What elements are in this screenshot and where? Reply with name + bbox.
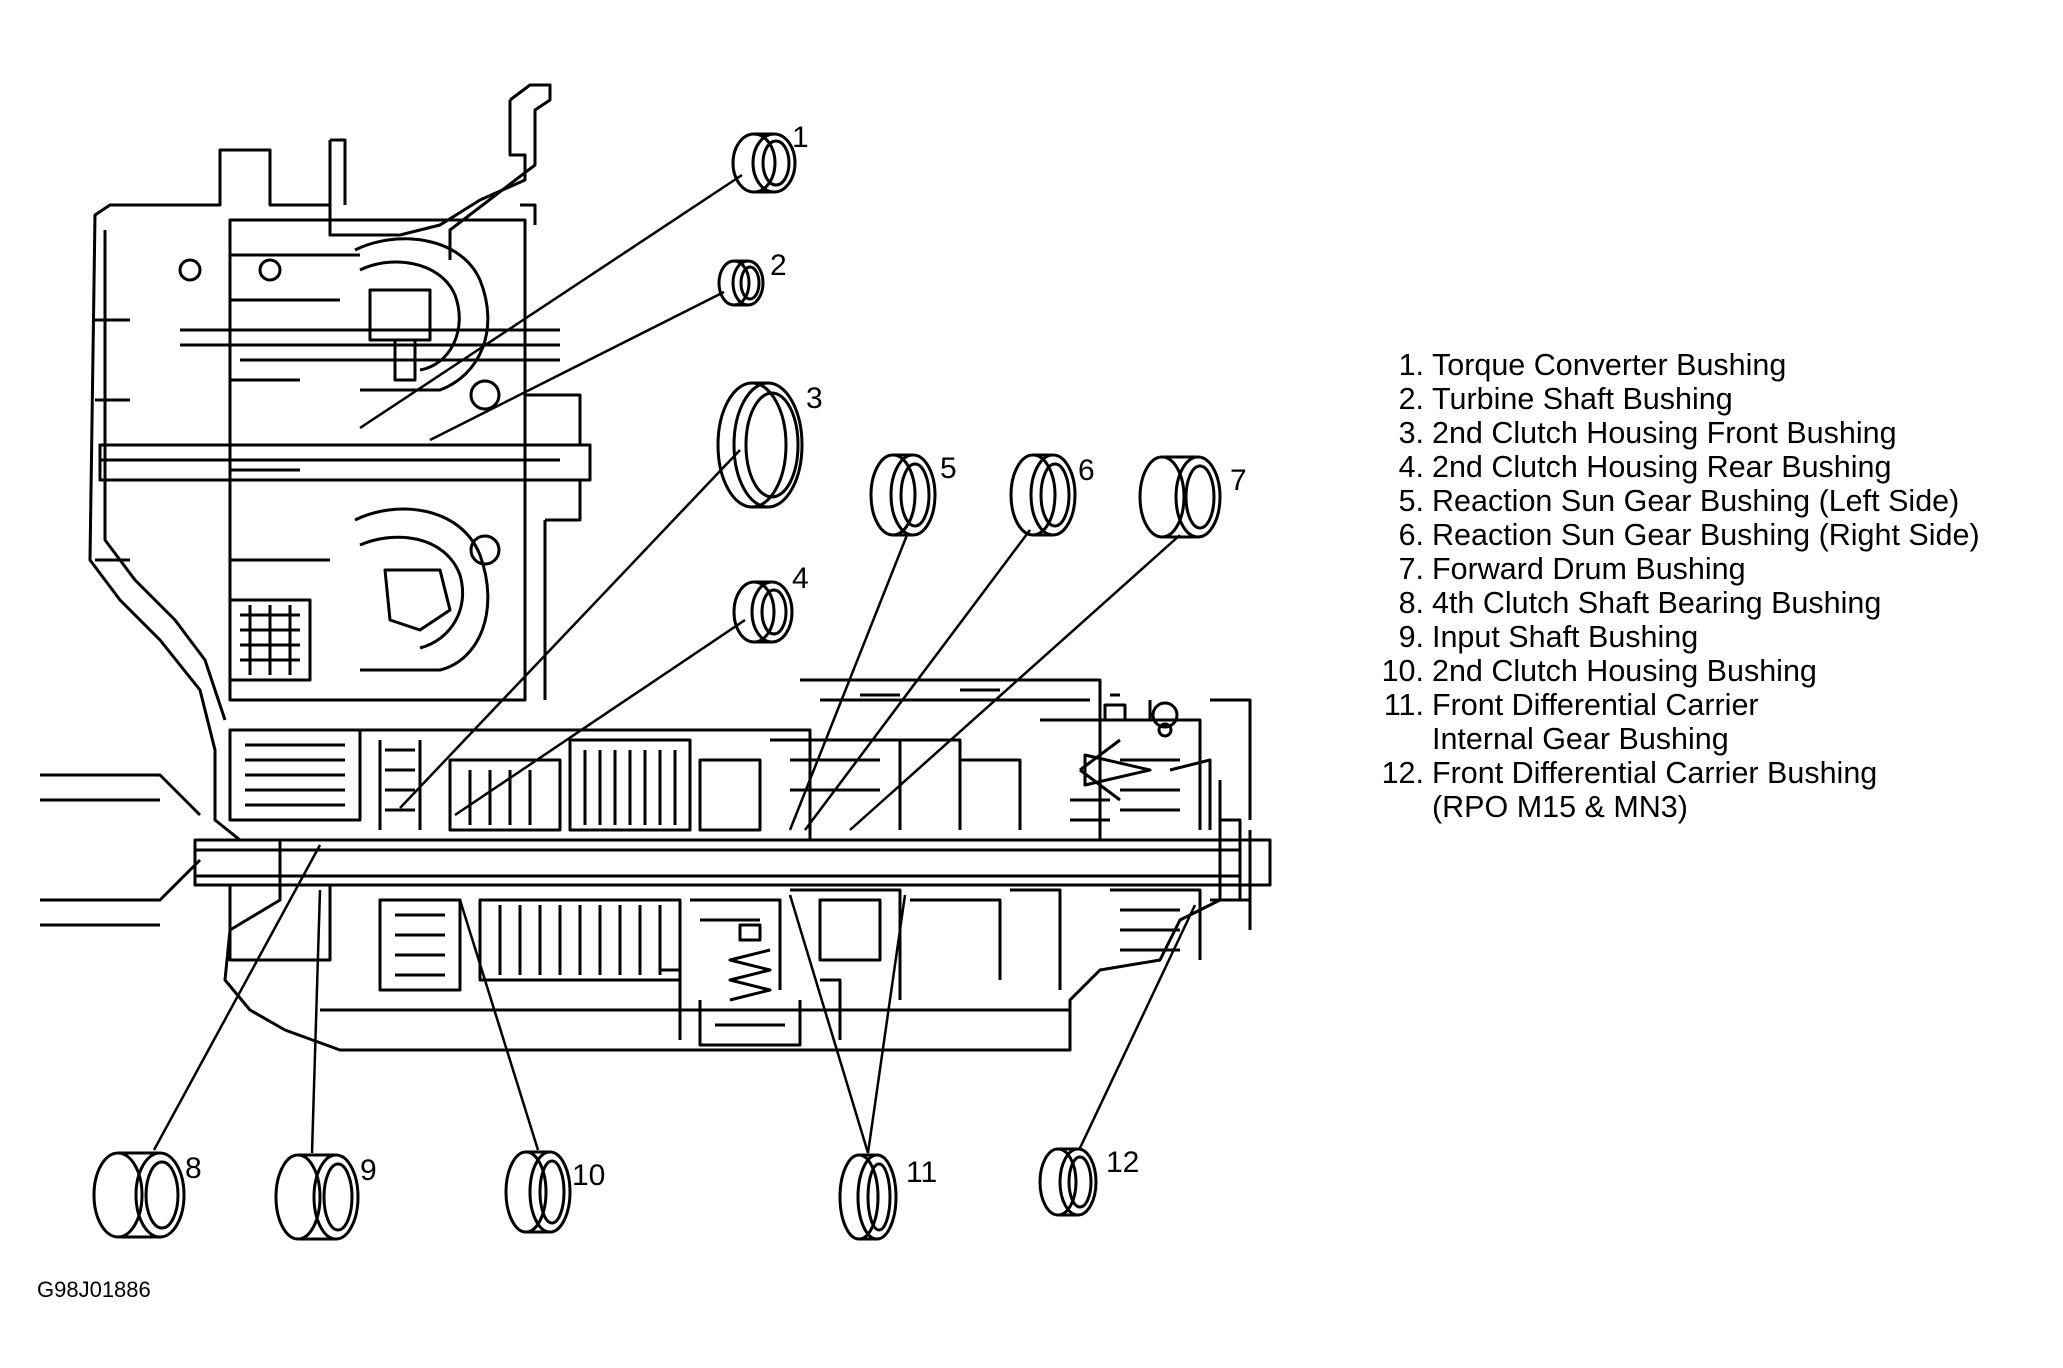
callout-12: 12: [1106, 1146, 1139, 1179]
callout-5: 5: [940, 452, 957, 485]
legend-item-8: 8.4th Clutch Shaft Bearing Bushing: [1372, 586, 1980, 620]
bushing-11: [838, 1153, 898, 1241]
legend-item-3: 3.2nd Clutch Housing Front Bushing: [1372, 416, 1980, 450]
legend-num: 8.: [1398, 586, 1424, 620]
callout-10: 10: [572, 1159, 605, 1192]
callout-numbers: 1 2 3 4 5 6 7 8 9 10 11 12: [185, 121, 1247, 1192]
figure-id: G98J01886: [37, 1277, 151, 1302]
callout-8: 8: [185, 1152, 202, 1185]
callout-4: 4: [792, 562, 809, 595]
callout-1: 1: [792, 121, 809, 154]
bushing-10: [504, 1150, 572, 1234]
callout-9: 9: [360, 1154, 377, 1187]
callout-11: 11: [906, 1156, 937, 1189]
main-shaft: [193, 838, 1272, 887]
legend-num: 4.: [1398, 450, 1424, 484]
bushing-5: [869, 453, 937, 537]
legend-label: Front Differential Carrier Bushing: [1432, 756, 1878, 790]
legend-label: 2nd Clutch Housing Front Bushing: [1432, 416, 1897, 450]
bushing-8: [92, 1151, 186, 1239]
legend-label: Reaction Sun Gear Bushing (Right Side): [1432, 518, 1980, 552]
legend: 1.Torque Converter Bushing 2.Turbine Sha…: [1372, 348, 1980, 824]
legend-num: 11.: [1383, 688, 1424, 722]
legend-label: Front Differential Carrier: [1432, 688, 1759, 722]
legend-num: 7.: [1398, 552, 1424, 586]
legend-item-12-continued: (RPO M15 & MN3): [1432, 790, 1688, 824]
callout-6: 6: [1078, 454, 1095, 487]
legend-num: 5.: [1398, 484, 1424, 518]
legend-item-11-continued: Internal Gear Bushing: [1432, 722, 1729, 756]
legend-num: 1.: [1398, 348, 1424, 382]
bushing-7: [1138, 455, 1222, 539]
legend-num: 12.: [1381, 756, 1424, 790]
legend-num: 10.: [1381, 654, 1424, 688]
callout-2: 2: [770, 249, 787, 282]
legend-item-9: 9.Input Shaft Bushing: [1372, 620, 1980, 654]
bushing-6: [1009, 453, 1077, 537]
legend-item-10: 10.2nd Clutch Housing Bushing: [1372, 654, 1980, 688]
legend-num: 3.: [1398, 416, 1424, 450]
legend-item-2: 2.Turbine Shaft Bushing: [1372, 382, 1980, 416]
legend-item-11: 11.Front Differential Carrier: [1372, 688, 1980, 722]
callout-3: 3: [806, 382, 823, 415]
bushing-3: [716, 381, 804, 509]
legend-label: Forward Drum Bushing: [1432, 552, 1746, 586]
leader-lines: [152, 173, 1197, 1154]
legend-item-12: 12.Front Differential Carrier Bushing: [1372, 756, 1980, 790]
bushing-1: [731, 132, 797, 194]
legend-item-6: 6.Reaction Sun Gear Bushing (Right Side): [1372, 518, 1980, 552]
legend-num: 9.: [1398, 620, 1424, 654]
bushing-2: [717, 259, 765, 307]
legend-num: 6.: [1398, 518, 1424, 552]
legend-item-7: 7.Forward Drum Bushing: [1372, 552, 1980, 586]
legend-item-4: 4.2nd Clutch Housing Rear Bushing: [1372, 450, 1980, 484]
legend-label: Turbine Shaft Bushing: [1432, 382, 1733, 416]
legend-label: Torque Converter Bushing: [1432, 348, 1787, 382]
legend-item-5: 5.Reaction Sun Gear Bushing (Left Side): [1372, 484, 1980, 518]
bushing-4: [732, 580, 794, 644]
legend-item-1: 1.Torque Converter Bushing: [1372, 348, 1980, 382]
bushing-12: [1038, 1147, 1098, 1217]
legend-num: 2.: [1398, 382, 1424, 416]
legend-label: 2nd Clutch Housing Bushing: [1432, 654, 1817, 688]
bushing-9: [274, 1153, 360, 1241]
legend-label: 4th Clutch Shaft Bearing Bushing: [1432, 586, 1882, 620]
legend-label: Reaction Sun Gear Bushing (Left Side): [1432, 484, 1960, 518]
transaxle-gear-train: [228, 678, 1252, 1047]
legend-label: Input Shaft Bushing: [1432, 620, 1699, 654]
callout-7: 7: [1230, 464, 1247, 497]
legend-label: 2nd Clutch Housing Rear Bushing: [1432, 450, 1892, 484]
